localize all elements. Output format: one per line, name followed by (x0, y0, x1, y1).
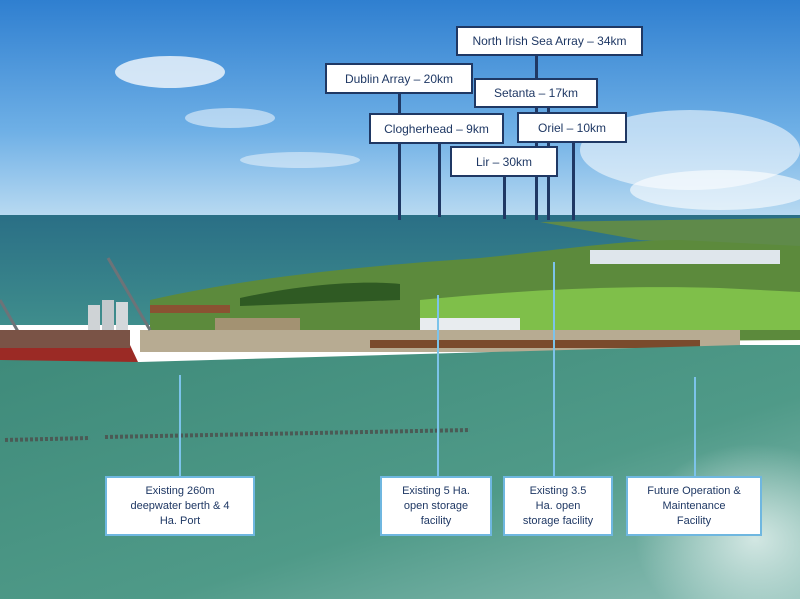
cloud (580, 110, 800, 190)
ship-deck (0, 330, 130, 348)
trees (240, 282, 400, 306)
cloud (630, 170, 800, 210)
silo (102, 300, 114, 337)
leader-line-lir (503, 176, 506, 219)
label-existing-3-5ha-storage: Existing 3.5 Ha. open storage facility (503, 476, 613, 536)
crane (0, 299, 22, 336)
silo (116, 302, 128, 337)
far-coast (540, 218, 800, 250)
building (590, 250, 780, 264)
label-oriel: Oriel – 10km (517, 112, 627, 143)
timber-stack (150, 305, 230, 313)
cloud (185, 108, 275, 128)
label-lir: Lir – 30km (450, 146, 558, 177)
leader-line-clogherhead (438, 143, 441, 217)
cloud (115, 56, 225, 88)
jetty (104, 428, 471, 439)
crane (106, 257, 152, 331)
silo (88, 305, 100, 337)
label-clogherhead: Clogherhead – 9km (369, 113, 504, 144)
leader-line-oriel (572, 142, 575, 220)
cloud (240, 152, 360, 168)
label-dublin-array: Dublin Array – 20km (325, 63, 473, 94)
leader-line-storage5 (437, 295, 439, 477)
label-future-om-facility: Future Operation & Maintenance Facility (626, 476, 762, 536)
label-north-irish-sea-array: North Irish Sea Array – 34km (456, 26, 643, 56)
label-existing-5ha-storage: Existing 5 Ha. open storage facility (380, 476, 492, 536)
leader-line-storage35 (553, 262, 555, 477)
label-existing-berth-port: Existing 260m deepwater berth & 4 Ha. Po… (105, 476, 255, 536)
leader-line-berth (179, 375, 181, 477)
label-setanta: Setanta – 17km (474, 78, 598, 108)
leader-line-dublin (398, 94, 401, 220)
timber-stack (370, 340, 700, 348)
jetty (4, 436, 91, 442)
leader-line-om (694, 377, 696, 477)
